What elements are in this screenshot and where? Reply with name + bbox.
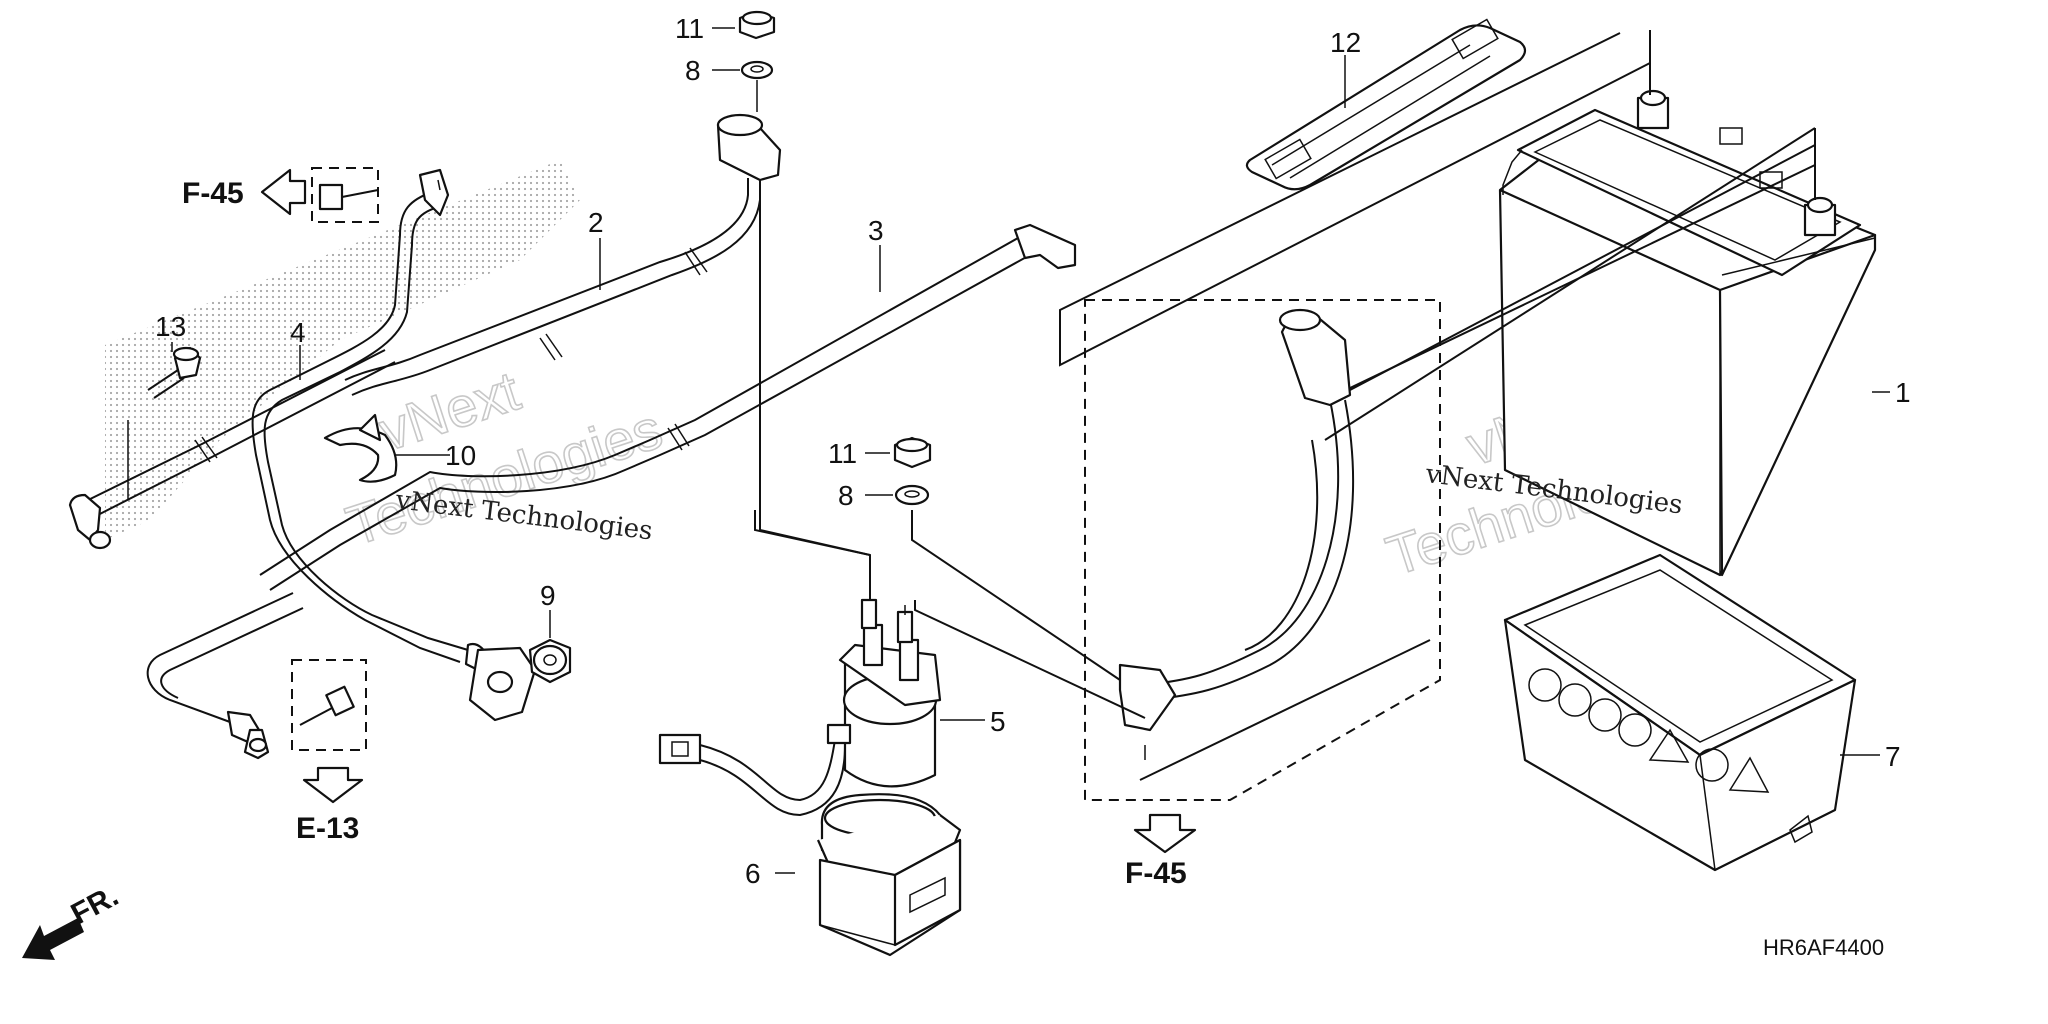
battery-terminal-negative <box>1636 89 1670 130</box>
washer-8-top <box>740 60 774 80</box>
callout-11-top: 11 <box>675 13 704 44</box>
battery-box <box>1503 553 1857 872</box>
callout-8-top: 8 <box>685 55 701 86</box>
callout-12: 12 <box>1330 27 1361 58</box>
starter-relay <box>838 598 942 788</box>
callout-1: 1 <box>1895 377 1911 408</box>
frame-shading <box>105 160 580 540</box>
ref-f45-top: F-45 <box>182 177 244 210</box>
callout-13: 13 <box>155 311 186 342</box>
washer-8-middle <box>894 484 930 506</box>
cable-clamp <box>323 413 398 483</box>
callout-7: 7 <box>1885 741 1901 772</box>
diagram-code: HR6AF4400 <box>1763 935 1884 960</box>
arrow-down-icon-f45 <box>1133 813 1197 854</box>
bolt-e13 <box>299 685 355 726</box>
callout-9: 9 <box>540 580 556 611</box>
battery <box>1498 89 1877 577</box>
nut-11-top <box>738 10 776 40</box>
front-arrow-icon <box>22 918 84 960</box>
callout-5: 5 <box>990 706 1006 737</box>
nut-11-middle <box>893 436 932 469</box>
ref-f45-bottom: F-45 <box>1125 857 1187 890</box>
bolt-f45 <box>318 183 379 211</box>
callout-3: 3 <box>868 215 884 246</box>
battery-terminal-positive <box>1803 196 1837 237</box>
callout-6: 6 <box>745 858 761 889</box>
callout-4: 4 <box>290 317 306 348</box>
callout-2: 2 <box>588 207 604 238</box>
battery-strap <box>1245 18 1527 191</box>
bolt-13 <box>147 346 202 399</box>
relay-cover <box>816 793 962 957</box>
positive-cable-assembly <box>1118 308 1355 732</box>
callout-10: 10 <box>445 440 476 471</box>
arrow-left-icon <box>260 168 307 216</box>
callout-11-middle: 11 <box>828 438 857 469</box>
ref-e13: E-13 <box>296 812 359 845</box>
callout-8-middle: 8 <box>838 480 854 511</box>
flange-nut-9 <box>528 638 572 684</box>
arrow-down-icon-e13 <box>302 766 364 804</box>
